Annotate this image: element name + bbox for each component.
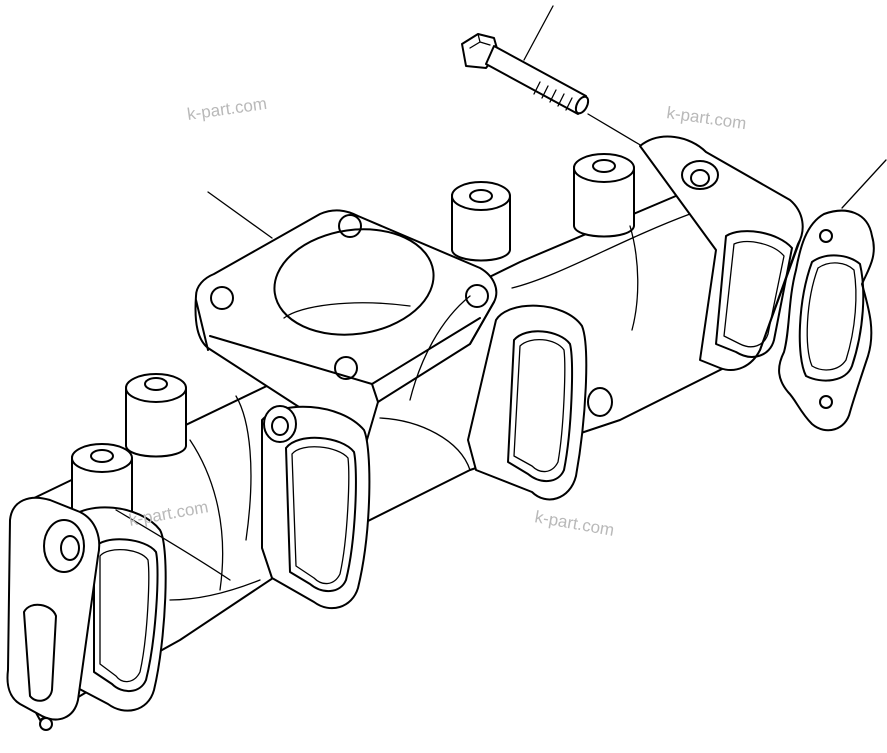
manifold-leader <box>207 191 273 239</box>
port-4 <box>507 330 573 482</box>
flange-bolt-hole-4 <box>210 286 234 310</box>
right-port <box>723 241 785 348</box>
flange-bolt-hole-2 <box>465 284 489 308</box>
leader-lines <box>207 5 887 239</box>
right-boss <box>681 160 719 190</box>
gasket-hole-top <box>819 229 833 243</box>
left-drain <box>39 717 53 731</box>
flange-bolt-hole-3 <box>334 356 358 380</box>
gasket-hole-bottom <box>819 395 833 409</box>
flange-bolt-hole-1 <box>338 214 362 238</box>
outlet-bore <box>273 228 435 336</box>
port-3 <box>285 436 357 592</box>
gasket <box>778 209 875 432</box>
bolt-thread <box>533 81 573 111</box>
watermark-4: k-part.com <box>533 507 615 540</box>
right-end-block <box>639 135 804 371</box>
bolt-leader <box>523 5 554 61</box>
gasket-port <box>798 254 865 382</box>
manifold-body <box>6 135 804 731</box>
bolt-shank <box>485 45 587 115</box>
watermark-2: k-part.com <box>665 103 747 133</box>
port-3-boss <box>263 405 297 443</box>
port-4-stud <box>587 387 613 417</box>
left-port <box>23 603 57 702</box>
watermark-1: k-part.com <box>186 94 268 124</box>
port-2 <box>93 538 159 692</box>
bolt <box>461 33 590 115</box>
gasket-outline <box>778 209 875 432</box>
port-flange-4 <box>467 304 588 501</box>
right-port-flange <box>715 230 793 358</box>
bolt-axis-line <box>587 113 643 147</box>
gasket-leader <box>841 159 887 209</box>
